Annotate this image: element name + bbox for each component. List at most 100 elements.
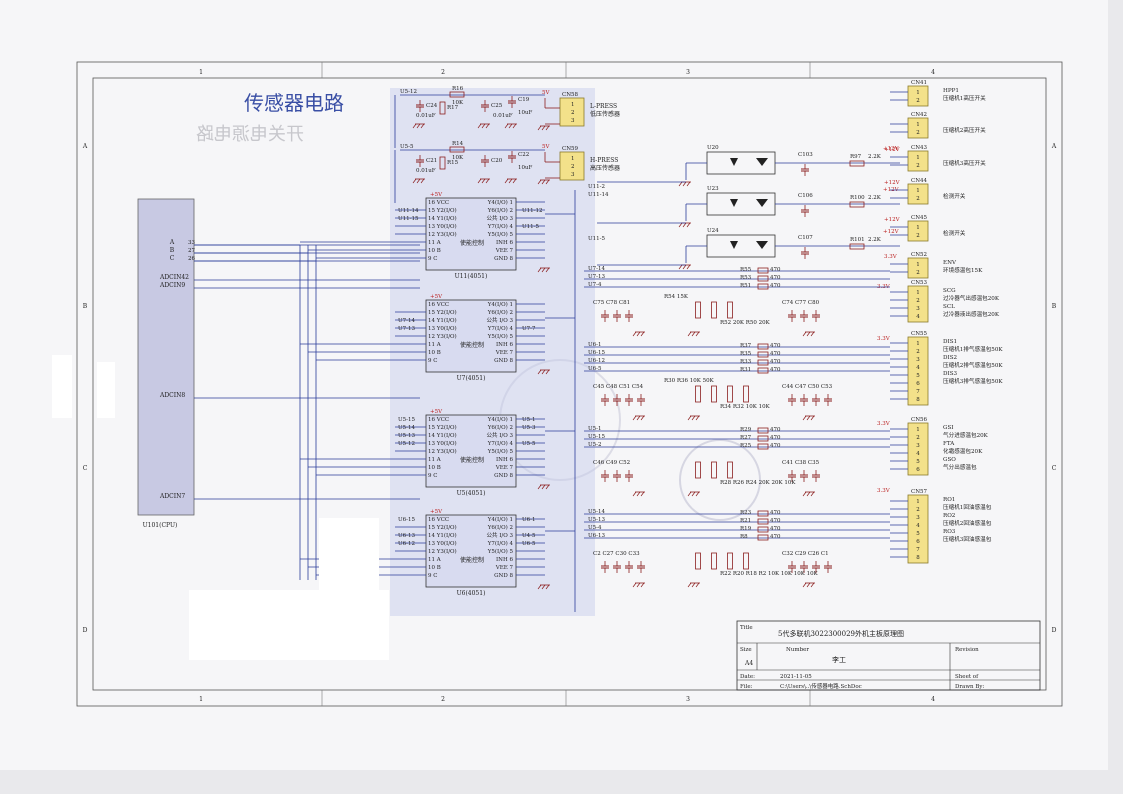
connector-label: 压缩机2回油感温包 [943, 519, 992, 527]
resistor-body [695, 461, 701, 479]
connector-pin-number: 1 [916, 262, 920, 268]
mux-left-pin: 16 VCC [428, 417, 449, 423]
mux-supply-label: +5V [430, 509, 443, 515]
resistor-ref: R29 [740, 427, 752, 433]
capacitor-refs: C45 C48 C51 C54 [593, 384, 644, 390]
group-net-label: U7-14 [588, 266, 605, 272]
mux-left-pin: 10 B [428, 248, 441, 254]
resistor-body [711, 301, 717, 319]
resistor-value: 470 [770, 518, 781, 524]
mux-right-pin: Y4(I/O) 1 [487, 516, 513, 523]
net-label: U11-2 [588, 184, 605, 190]
resistor-value: 2.2K [868, 195, 882, 201]
ground-hatch [477, 178, 482, 184]
row-label: B [83, 303, 88, 310]
connector-body [907, 150, 929, 172]
connector-label: 压缩机3排气感温包50K [943, 377, 1003, 385]
bleed-through-circle [679, 439, 761, 521]
mux-output-net: U5-1 [522, 417, 536, 423]
connector-label: 压缩机3高压开关 [943, 159, 986, 167]
connector-pin-number: 1 [916, 122, 920, 128]
mux-right-pin: Y4(I/O) 1 [487, 301, 513, 308]
mux-right-pin: Y7(I/O) 4 [487, 540, 514, 547]
group-net-label: U7-13 [588, 274, 605, 280]
ground-hatch [477, 123, 482, 129]
resistor-ref: R37 [740, 343, 752, 349]
mux-left-pin: 12 Y3(I/O) [428, 548, 457, 555]
connector-pin-number: 1 [916, 225, 920, 231]
ground-hatch [678, 181, 683, 187]
connector-pin-number: 5 [916, 459, 920, 465]
cap-ref: C20 [491, 158, 503, 164]
ground-hatch [686, 264, 691, 270]
ground-hatch [504, 178, 509, 184]
supply-rail-label: 3.3V [877, 421, 891, 427]
ground-hatch [802, 491, 807, 497]
supply-rail-label: +12V [884, 180, 901, 186]
ground-hatch [682, 264, 687, 270]
mux-body [425, 514, 517, 588]
led-triangle [730, 241, 738, 249]
ground-hatch [687, 491, 692, 497]
mux-right-pin: Y6(I/O) 2 [487, 524, 513, 531]
supply-label: 5V [542, 90, 550, 96]
capacitor-refs: C32 C29 C26 C1 [782, 551, 829, 557]
resistor-ref: R101 [850, 237, 865, 243]
connector-label: DIS3 [943, 371, 958, 377]
mux-left-pin: 9 C [428, 358, 437, 364]
ground-hatch [636, 415, 641, 421]
phototransistor-triangle [756, 158, 768, 166]
resistor-ref: R8 [740, 534, 748, 540]
ground-symbol [802, 415, 815, 421]
mux-ref: U6(4051) [457, 590, 486, 597]
title-block-label: Number [786, 647, 809, 653]
mux-right-pin: Y6(I/O) 2 [487, 207, 513, 214]
capacitor-refs: C75 C78 C81 [593, 300, 630, 306]
connector-label: GSO [943, 457, 956, 463]
resistor-body [757, 518, 769, 525]
resistor-value: 470 [770, 526, 781, 532]
connector-ref: CN53 [911, 280, 928, 286]
mux-left-pin: 16 VCC [428, 302, 449, 308]
mux-output-net: U5-5 [522, 441, 536, 447]
filter-net-label: U5-5 [400, 144, 414, 150]
resistor-value: 10K [452, 100, 464, 106]
title-block-label: Sheet of [955, 674, 979, 680]
resistor-body [449, 146, 465, 153]
supply-rail-label: +12V [884, 217, 901, 223]
mux-left-pin: 10 B [428, 465, 441, 471]
mux-output-net: U7-7 [522, 326, 536, 332]
connector-pin-number: 2 [916, 196, 920, 202]
net-label: U11-5 [588, 236, 605, 242]
resistor-ref: R14 [452, 141, 464, 147]
connector-pin-number: 2 [916, 98, 920, 104]
connector-body [907, 85, 929, 107]
ground-symbol [687, 331, 700, 337]
mux-right-pin: 公共 I/O 3 [486, 531, 513, 539]
column-label: 4 [931, 696, 935, 703]
connector-pin-number: 3 [571, 172, 575, 178]
row-label: D [1052, 627, 1057, 634]
group-net-label: U5-13 [588, 517, 605, 523]
connector-ref: CN43 [911, 145, 928, 151]
resistor-body [711, 461, 717, 479]
ground-hatch [686, 222, 691, 228]
supply-label: 5V [542, 144, 550, 150]
connector-pin-number: 5 [916, 531, 920, 537]
phototransistor-triangle [756, 199, 768, 207]
cpu-pin-name: C [170, 255, 175, 262]
mux-left-pin: 14 Y1(I/O) [428, 432, 457, 439]
ground-hatch [412, 123, 417, 129]
mirrored-watermark: 开关电源电路 [196, 124, 304, 145]
cpu-block [137, 198, 195, 516]
cap-ref: C19 [518, 97, 530, 103]
resistor-value: 10K [452, 155, 464, 161]
resistor-value: 470 [770, 534, 781, 540]
column-label: 3 [686, 696, 690, 703]
connector-pin-number: 6 [916, 539, 920, 545]
ground-hatch [810, 491, 815, 497]
ground-hatch [802, 331, 807, 337]
ground-symbol [537, 369, 550, 375]
ground-hatch [545, 179, 550, 185]
title-block-label: Size [740, 647, 752, 653]
